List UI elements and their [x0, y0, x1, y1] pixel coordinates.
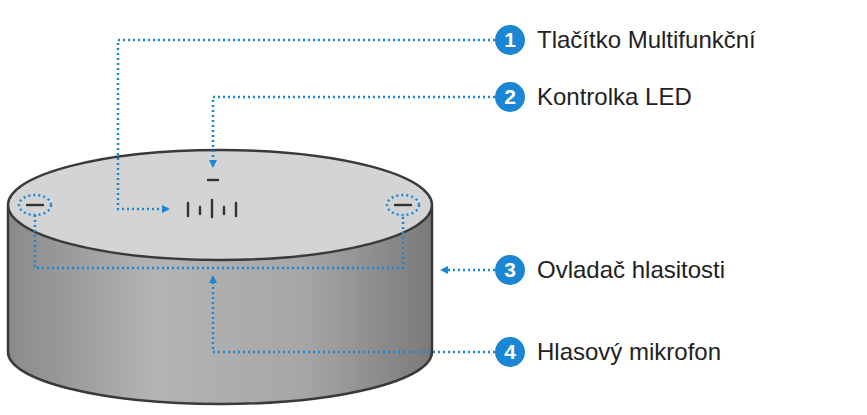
- part-name: Hlasový mikrofon: [537, 337, 721, 367]
- callout-number: 1: [495, 25, 525, 55]
- led-mark: [207, 179, 219, 181]
- part-name: Ovladač hlasitosti: [537, 255, 725, 285]
- leader-lines: [19, 40, 495, 352]
- callout-number: 3: [495, 255, 525, 285]
- callout-number: 4: [495, 337, 525, 367]
- part-name: Kontrolka LED: [537, 82, 692, 112]
- mic-mark: [394, 204, 412, 206]
- speaker-top: [8, 150, 432, 260]
- mic-mark: [26, 204, 44, 206]
- button-icon: [188, 200, 236, 217]
- callout-number: 2: [495, 82, 525, 112]
- part-name: Tlačítko Multifunkční: [537, 25, 756, 55]
- callout-circles: [495, 25, 525, 367]
